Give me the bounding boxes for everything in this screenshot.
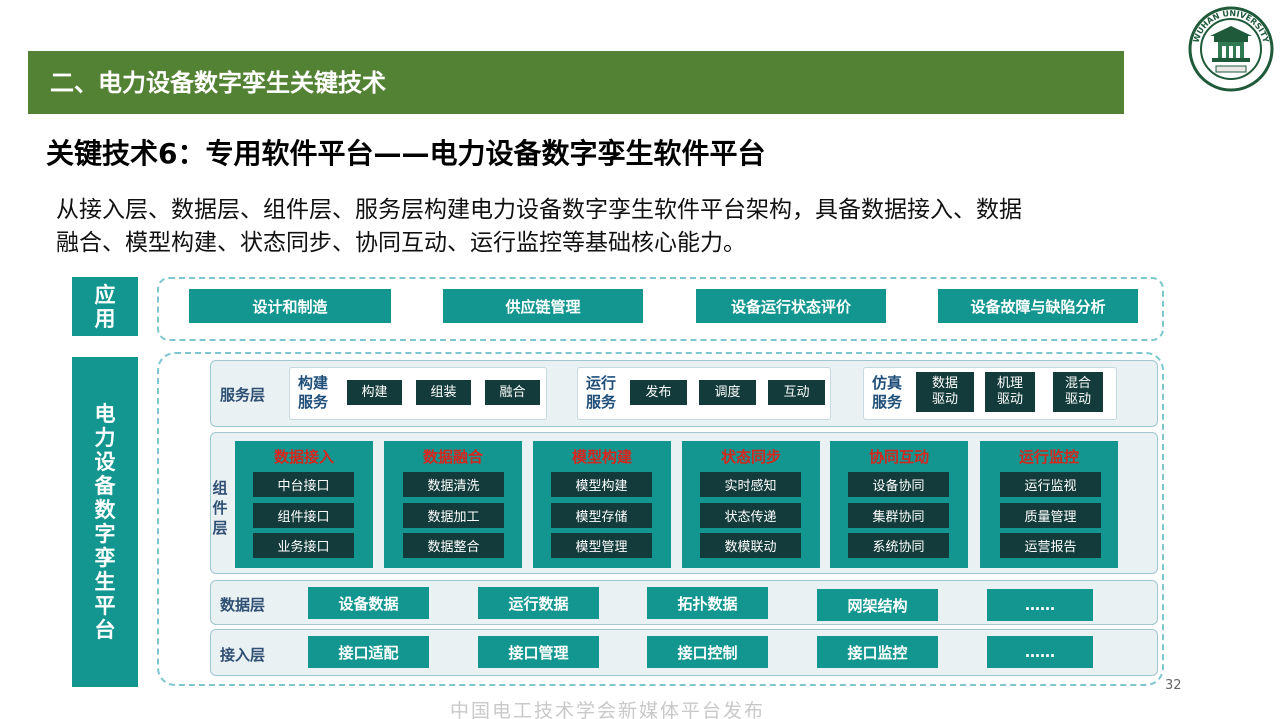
platform-label-char: 电 <box>94 402 116 426</box>
component-item: 业务接口 <box>253 533 354 558</box>
platform-label-char: 设 <box>94 450 116 474</box>
page-number: 32 <box>1165 678 1182 693</box>
application-label-char: 应 <box>94 282 116 307</box>
service-item: 发布 <box>630 380 687 405</box>
service-item: 构建 <box>347 380 402 405</box>
access-layer-label: 接入层 <box>220 646 266 664</box>
component-item: 状态传递 <box>700 503 801 528</box>
access-item: 接口适配 <box>308 636 429 668</box>
access-item: 接口监控 <box>817 636 938 668</box>
access-item: 接口控制 <box>647 636 768 668</box>
component-item: 数据整合 <box>403 533 504 558</box>
component-item: 设备协同 <box>848 472 949 497</box>
component-item: 数模联动 <box>700 533 801 558</box>
application-label-char: 用 <box>94 306 116 331</box>
section-header-bar <box>28 51 1124 114</box>
data-item: 运行数据 <box>478 587 599 619</box>
access-item: …… <box>987 636 1093 668</box>
application-frame <box>157 277 1164 341</box>
service-item: 组装 <box>416 380 471 405</box>
access-item: 接口管理 <box>478 636 599 668</box>
component-group-title: 数据接入 <box>273 448 334 466</box>
component-group-title: 协同互动 <box>868 448 929 466</box>
service-group-title: 构建 服务 <box>298 374 329 411</box>
app-fault-analysis: 设备故障与缺陷分析 <box>938 289 1138 323</box>
component-item: 集群协同 <box>848 503 949 528</box>
component-group-title: 运行监控 <box>1018 448 1079 466</box>
service-item: 融合 <box>485 380 540 405</box>
component-item: 系统协同 <box>848 533 949 558</box>
service-item: 混合 驱动 <box>1053 372 1103 412</box>
university-seal-icon: WUHAN UNIVERSITY <box>1188 6 1274 92</box>
service-item: 数据 驱动 <box>916 372 974 412</box>
component-layer-label: 组 件 层 <box>212 479 228 537</box>
platform-label-char: 数 <box>94 498 116 522</box>
watermark: 中国电工技术学会新媒体平台发布 <box>450 700 766 719</box>
data-item: 拓扑数据 <box>647 587 768 619</box>
app-status-evaluation: 设备运行状态评价 <box>696 289 886 323</box>
service-group-title: 仿真 服务 <box>872 374 903 411</box>
platform-label-char: 力 <box>94 426 116 450</box>
component-item: 运营报告 <box>1000 533 1101 558</box>
data-item: …… <box>987 589 1093 621</box>
component-item: 模型存储 <box>551 503 652 528</box>
platform-label-char: 字 <box>94 522 116 546</box>
data-item: 网架结构 <box>817 589 938 621</box>
main-title: 关键技术6：专用软件平台——电力设备数字孪生软件平台 <box>46 137 766 170</box>
platform-label-char: 台 <box>94 618 116 642</box>
app-design-manufacture: 设计和制造 <box>189 289 391 323</box>
data-layer-label: 数据层 <box>220 596 266 614</box>
application-label: 应 用 <box>72 277 138 336</box>
component-item: 数据加工 <box>403 503 504 528</box>
component-group-title: 模型构建 <box>571 448 632 466</box>
platform-label-char: 平 <box>94 594 116 618</box>
component-item: 实时感知 <box>700 472 801 497</box>
component-group-title: 状态同步 <box>720 448 781 466</box>
component-item: 数据清洗 <box>403 472 504 497</box>
platform-frame <box>157 352 1164 686</box>
service-item: 互动 <box>768 380 825 405</box>
description-line-2: 融合、模型构建、状态同步、协同互动、运行监控等基础核心能力。 <box>56 230 746 256</box>
app-supply-chain: 供应链管理 <box>443 289 643 323</box>
platform-label-char: 备 <box>94 474 116 498</box>
description-line-1: 从接入层、数据层、组件层、服务层构建电力设备数字孪生软件平台架构，具备数据接入、… <box>56 197 1022 223</box>
section-title: 二、电力设备数字孪生关键技术 <box>50 69 386 97</box>
component-item: 组件接口 <box>253 503 354 528</box>
component-item: 模型构建 <box>551 472 652 497</box>
service-item: 机理 驱动 <box>985 372 1035 412</box>
component-group-title: 数据融合 <box>422 448 483 466</box>
component-item: 运行监视 <box>1000 472 1101 497</box>
platform-label-char: 孪 <box>94 546 116 570</box>
service-group-title: 运行 服务 <box>586 374 617 411</box>
platform-label: 电 力 设 备 数 字 孪 生 平 台 <box>72 357 138 687</box>
component-item: 中台接口 <box>253 472 354 497</box>
service-layer-label: 服务层 <box>220 386 266 404</box>
service-item: 调度 <box>699 380 756 405</box>
component-item: 质量管理 <box>1000 503 1101 528</box>
data-item: 设备数据 <box>308 587 429 619</box>
platform-label-char: 生 <box>94 570 116 594</box>
component-item: 模型管理 <box>551 533 652 558</box>
